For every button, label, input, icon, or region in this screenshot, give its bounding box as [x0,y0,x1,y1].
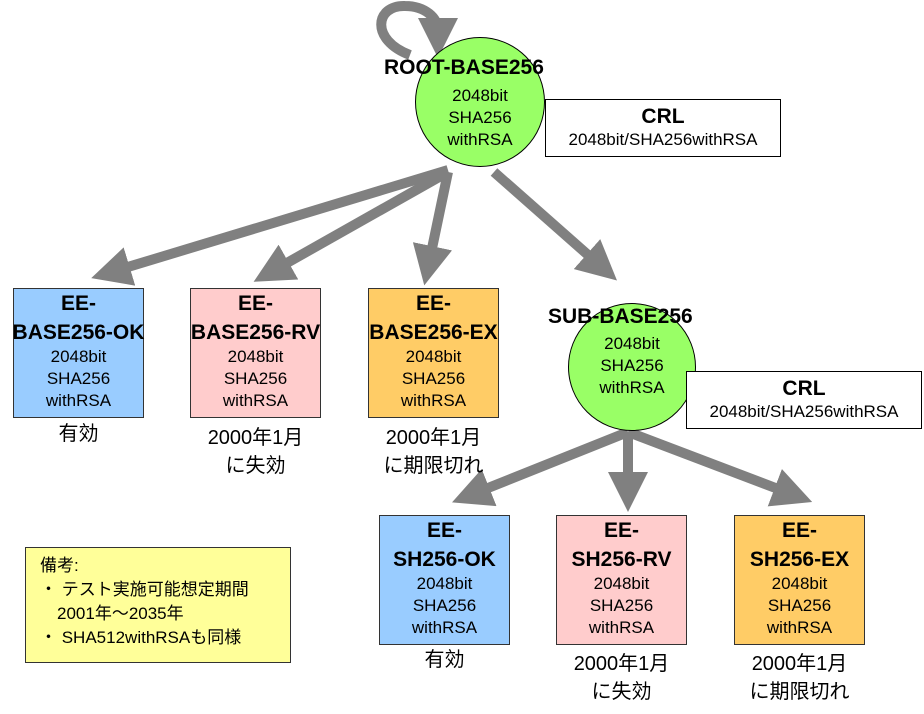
root-ca-title: ROOT-BASE256 [384,56,544,79]
ee-sh256-ok-title: EE- SH256-OK [393,519,496,571]
ee-base256-rv-title: EE- BASE256-RV [190,292,321,344]
ee-base256-rv-box [190,288,321,418]
ee-base256-ex-status: 2000年1月 に期限切れ [383,427,484,477]
ee-sh256-ex-status: 2000年1月 に期限切れ [749,653,850,703]
ee-base256-rv-status: 2000年1月 に失効 [207,427,304,477]
ee-sh256-rv-status: 2000年1月 に失効 [573,653,670,703]
ee-base256-ok-title: EE- BASE256-OK [12,292,145,344]
arrow-root-to-ee-base256-rv [253,167,451,282]
sub-ca-node [568,303,696,431]
ee-base256-ok-status: 有効 [58,423,99,445]
ee-base256-ex-details: 2048bit SHA256 withRSA [400,347,467,410]
ee-base256-ex-title: EE- BASE256-EX [369,292,498,344]
arrow-sub-to-ee-sh256-ex [626,427,813,507]
sub-crl-title: CRL [782,377,826,400]
ee-sh256-ex-details: 2048bit SHA256 withRSA [766,574,833,637]
ee-sh256-ok-details: 2048bit SHA256 withRSA [411,574,478,637]
sub-crl-box: CRL 2048bit/SHA256withRSA [686,371,922,429]
remarks-heading: 備考: [40,556,79,575]
ee-sh256-rv-box [556,515,687,645]
remarks-item: 2001年～2035年 [40,604,184,623]
ee-base256-ex-box [368,288,499,418]
arrow-root-to-ee-base256-ex [412,170,453,286]
remarks-item: ・ SHA512withRSAも同様 [40,628,242,647]
ee-base256-ok-details: 2048bit SHA256 withRSA [45,347,112,410]
root-ca-node [415,37,545,167]
arrow-root-to-sub-base256 [490,168,617,281]
root-ca-details: 2048bit SHA256 withRSA [447,86,513,149]
sub-ca-details: 2048bit SHA256 withRSA [599,334,665,397]
self-signed-loop-arrow [376,0,458,60]
ee-base256-ok-box [13,288,144,418]
ee-sh256-ex-box [734,515,865,645]
sub-ca-title: SUB-BASE256 [548,305,693,328]
sub-crl-detail: 2048bit/SHA256withRSA [709,402,899,421]
root-crl-title: CRL [641,105,685,128]
root-crl-detail: 2048bit/SHA256withRSA [568,130,758,149]
arrow-root-to-ee-base256-ok [91,165,450,286]
arrow-sub-to-ee-sh256-ok [452,427,630,507]
ee-sh256-rv-details: 2048bit SHA256 withRSA [588,574,655,637]
remarks-note: 備考: ・ テスト実施可能想定期間 2001年～2035年 ・ SHA512wi… [25,547,291,663]
ee-sh256-rv-title: EE- SH256-RV [571,519,672,571]
ee-sh256-ok-box [379,515,510,645]
ee-sh256-ex-title: EE- SH256-EX [749,519,850,571]
ee-base256-rv-details: 2048bit SHA256 withRSA [222,347,289,410]
remarks-item: ・ テスト実施可能想定期間 [40,580,249,599]
root-crl-box: CRL 2048bit/SHA256withRSA [545,99,781,157]
ee-sh256-ok-status: 有効 [424,649,465,671]
